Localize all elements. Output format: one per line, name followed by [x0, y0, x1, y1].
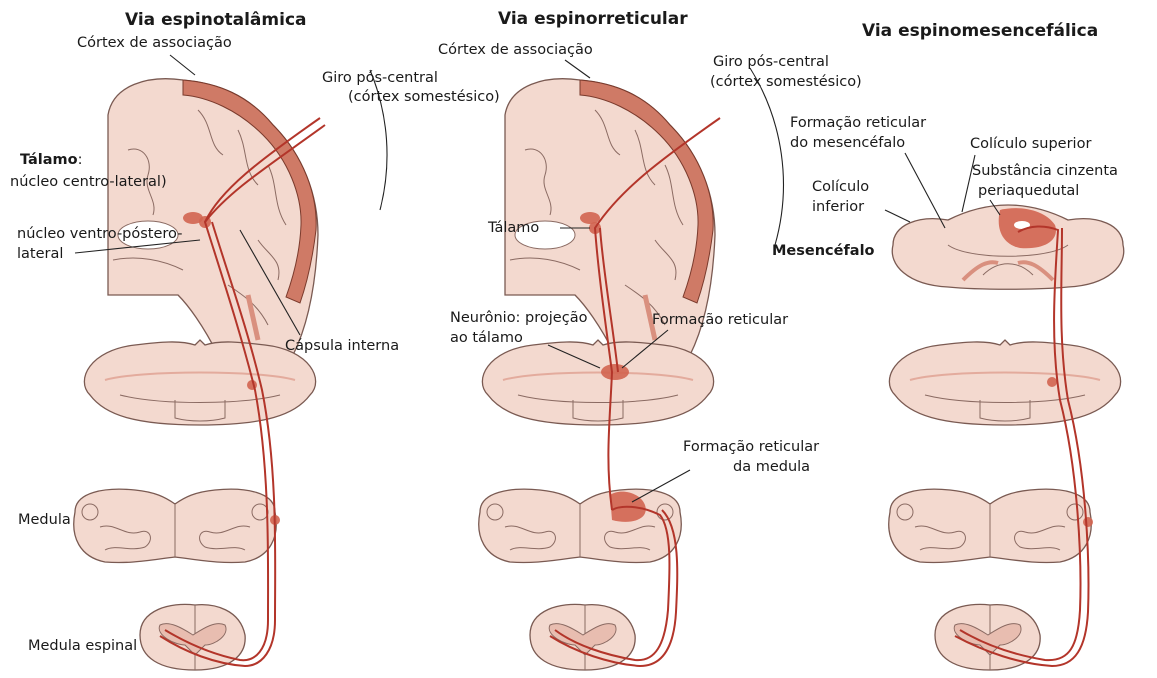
pons-section: [482, 340, 713, 425]
cortex-arc: [750, 68, 783, 245]
leader-association-cortex: [565, 60, 590, 78]
label-medulla: Medula: [18, 512, 71, 528]
pons-section: [84, 340, 315, 425]
panel-spinomesencephalic: Via espinomesencefálica Formação reticul…: [772, 21, 1124, 670]
label-postcentral-gyrus: Giro pós-central: [713, 54, 829, 70]
label-midbrain: Mesencéfalo: [772, 243, 875, 259]
label-postcentral-gyrus: Giro pós-central: [322, 70, 438, 86]
pons-tract-spot: [1047, 377, 1057, 387]
label-spinal-cord: Medula espinal: [28, 638, 137, 654]
spinal-cord-section: [530, 604, 635, 670]
panel-spinothalamic: Via espinotalâmica Córtex de associação …: [10, 10, 500, 670]
label-association-cortex: Córtex de associação: [438, 42, 593, 58]
brain-coronal-section: [108, 79, 318, 355]
panel-spinoreticular: Via espinorreticular Córtex de associaçã…: [438, 9, 862, 670]
leader-inferior-colliculus: [885, 210, 910, 222]
label-inferior-colliculus: Colículo: [812, 179, 869, 195]
label-periaqueductal-gray: Substância cinzenta: [972, 163, 1118, 179]
label-thalamus: Tálamo:: [20, 152, 83, 168]
medulla-section: [889, 489, 1092, 562]
title-spinomesencephalic: Via espinomesencefálica: [862, 21, 1098, 41]
label-centrolateral-nucleus: núcleo centro-lateral): [10, 174, 167, 190]
label-somatosensory-cortex: (córtex somestésico): [348, 89, 500, 105]
spinomesencephalic-tract: [955, 226, 1088, 666]
label-internal-capsule: Cápsula interna: [285, 338, 399, 354]
label-association-cortex: Córtex de associação: [77, 35, 232, 51]
label-thalamus: Tálamo: [487, 220, 539, 236]
leader-association-cortex: [170, 55, 195, 75]
label-medullary-reticular: Formação reticular: [683, 439, 819, 455]
medulla-tract-spot: [1083, 517, 1093, 527]
spinal-cord-section: [935, 604, 1040, 670]
label-neuron-projection: Neurônio: projeção: [450, 310, 588, 326]
label-to-thalamus: ao tálamo: [450, 330, 523, 346]
label-vpl-lateral: lateral: [17, 246, 63, 262]
medulla-section: [479, 489, 682, 562]
label-reticular-formation: Formação reticular: [652, 312, 788, 328]
label-superior-colliculus: Colículo superior: [970, 136, 1091, 152]
label-periaqueductal: periaquedutal: [978, 183, 1079, 199]
pons-section: [889, 340, 1120, 425]
title-spinothalamic: Via espinotalâmica: [125, 10, 307, 30]
label-inferior: inferior: [812, 199, 864, 215]
label-of-midbrain: do mesencéfalo: [790, 135, 905, 151]
label-midbrain-reticular: Formação reticular: [790, 115, 926, 131]
leader-midbrain-reticular: [905, 153, 945, 228]
label-vpl-nucleus: núcleo ventro-póstero-: [17, 226, 182, 242]
label-of-the-medulla: da medula: [733, 459, 810, 475]
label-somatosensory-cortex: (córtex somestésico): [710, 74, 862, 90]
title-spinoreticular: Via espinorreticular: [498, 9, 688, 29]
spinal-cord-section: [140, 604, 245, 670]
medulla-section: [74, 489, 277, 562]
